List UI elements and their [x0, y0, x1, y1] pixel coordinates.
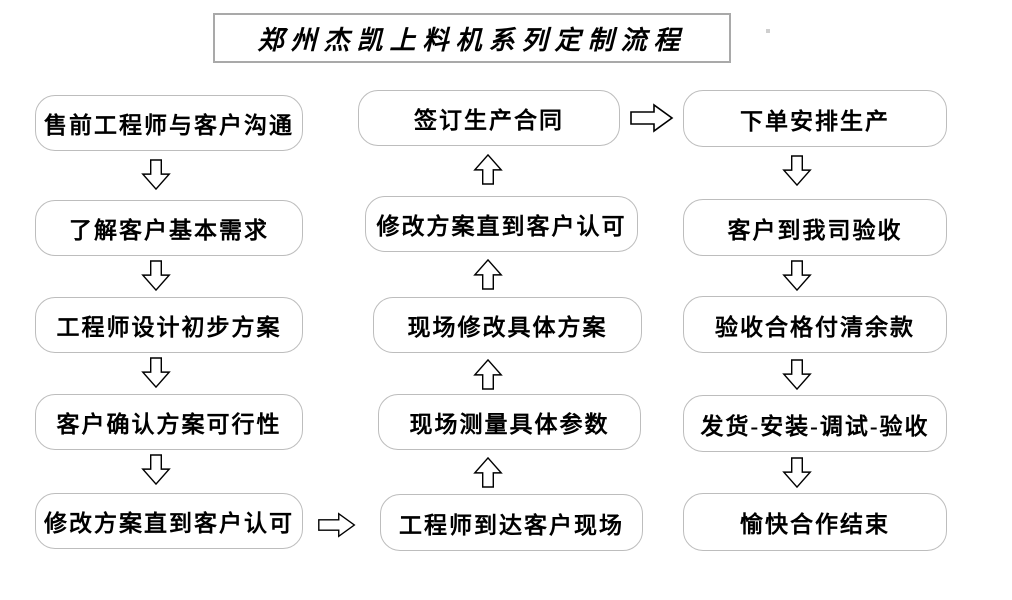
node-happy-cooperation-end: 愉快合作结束: [683, 493, 947, 551]
node-label: 发货-安装-调试-验收: [700, 413, 930, 439]
stray-dot-artifact: [766, 29, 770, 33]
flowchart-title-box: 郑州杰凯上料机系列定制流程: [213, 13, 731, 63]
node-measure-parameters: 现场测量具体参数: [378, 394, 641, 450]
node-label: 验收合格付清余款: [715, 314, 915, 340]
node-label: 客户确认方案可行性: [56, 412, 282, 437]
node-place-order-production: 下单安排生产: [683, 90, 947, 147]
arrow-down-icon: [141, 260, 171, 292]
node-presale-communication: 售前工程师与客户沟通: [35, 95, 303, 151]
arrow-down-icon: [141, 159, 171, 191]
arrow-up-icon: [473, 258, 503, 290]
node-label: 客户到我司验收: [727, 217, 903, 243]
node-arrive-customer-site: 工程师到达客户现场: [380, 494, 643, 551]
node-label: 修改方案直到客户认可: [376, 214, 627, 239]
arrow-down-icon: [782, 155, 812, 187]
node-label: 售前工程师与客户沟通: [44, 113, 294, 138]
node-label: 愉快合作结束: [740, 512, 890, 537]
arrow-down-icon: [782, 260, 812, 292]
node-label: 现场测量具体参数: [409, 412, 610, 437]
node-design-draft-plan: 工程师设计初步方案: [35, 297, 303, 353]
node-customer-acceptance: 客户到我司验收: [683, 199, 947, 256]
arrow-down-icon: [782, 457, 812, 489]
node-confirm-feasibility: 客户确认方案可行性: [35, 394, 303, 450]
arrow-down-icon: [141, 454, 171, 486]
node-label: 修改方案直到客户认可: [44, 511, 294, 536]
arrow-down-icon: [782, 359, 812, 391]
node-understand-needs: 了解客户基本需求: [35, 200, 303, 256]
node-pay-balance: 验收合格付清余款: [683, 296, 947, 353]
node-ship-install-debug-accept: 发货-安装-调试-验收: [683, 395, 947, 452]
node-label: 了解客户基本需求: [69, 218, 269, 243]
arrow-up-icon: [473, 358, 503, 390]
node-label: 签订生产合同: [414, 108, 564, 133]
node-label: 工程师设计初步方案: [56, 315, 282, 340]
arrow-down-icon: [141, 357, 171, 389]
arrow-up-icon: [473, 153, 503, 185]
node-label: 工程师到达客户现场: [399, 512, 624, 538]
node-revise-until-approved-1: 修改方案直到客户认可: [35, 493, 303, 549]
node-modify-onsite-plan: 现场修改具体方案: [373, 297, 642, 353]
node-label: 下单安排生产: [740, 108, 890, 134]
arrow-right-icon: [630, 103, 674, 133]
flowchart-title: 郑州杰凯上料机系列定制流程: [257, 25, 687, 55]
arrow-up-icon: [473, 456, 503, 488]
node-revise-until-approved-2: 修改方案直到客户认可: [365, 196, 638, 252]
node-label: 现场修改具体方案: [407, 315, 608, 340]
node-sign-contract: 签订生产合同: [358, 90, 620, 146]
arrow-right-icon: [318, 512, 356, 538]
